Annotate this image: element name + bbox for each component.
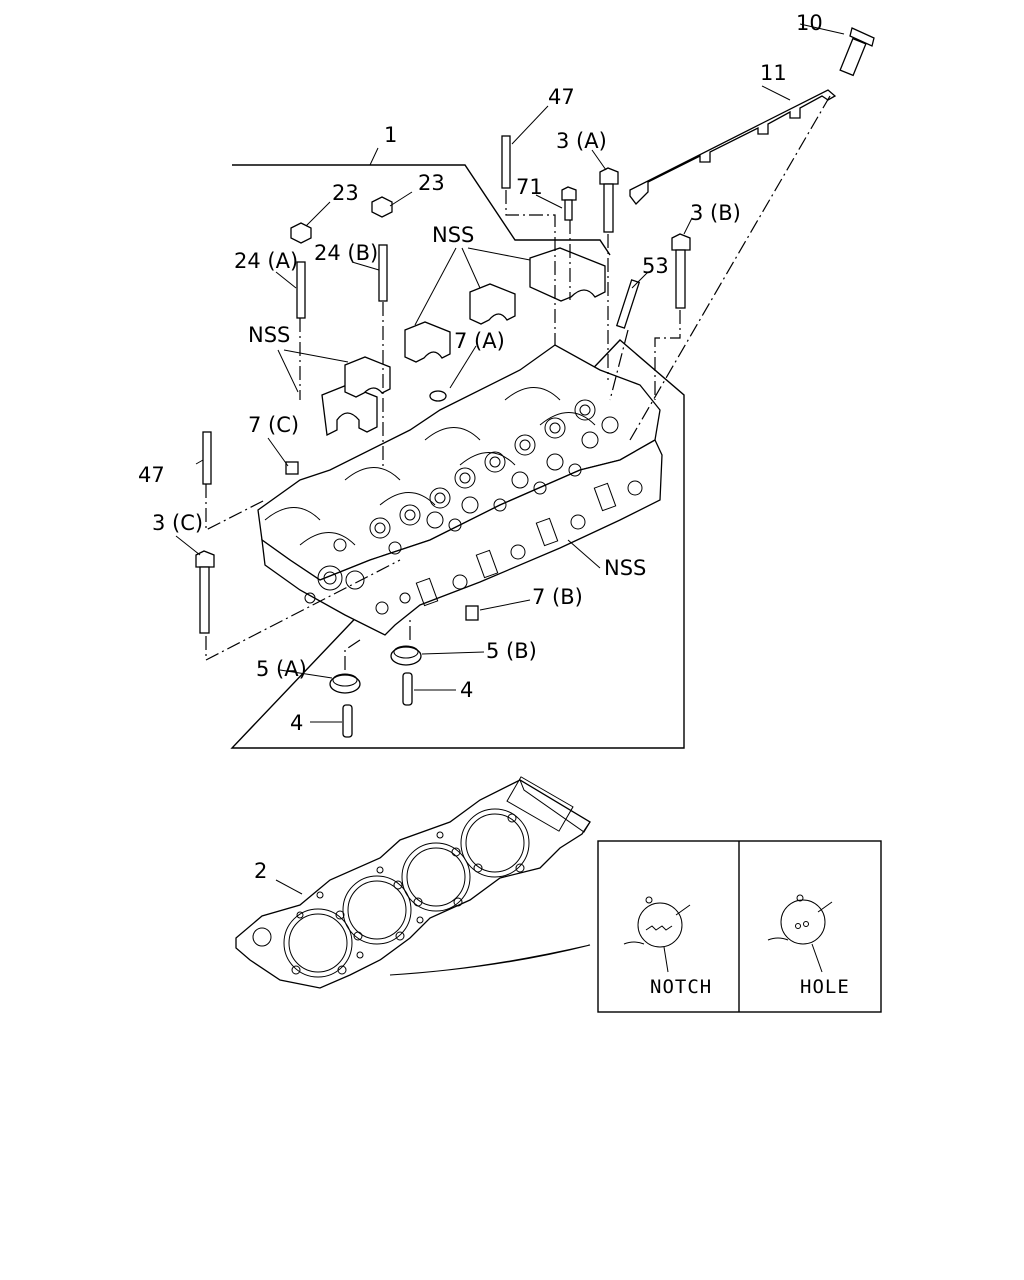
fasteners [195, 27, 875, 738]
glow-plug-connector-plate [629, 89, 837, 205]
callout-11: 11 [760, 61, 787, 85]
callout-24a: 24 (A) [234, 249, 298, 273]
callout-3b: 3 (B) [690, 201, 741, 225]
callout-3c: 3 (C) [152, 511, 203, 535]
leader-lines [175, 23, 845, 723]
callout-5b: 5 (B) [486, 639, 537, 663]
camshaft-bearing-caps [321, 247, 606, 436]
callout-2: 2 [254, 859, 267, 883]
callout-5a: 5 (A) [256, 657, 307, 681]
callout-7c: 7 (C) [248, 413, 299, 437]
callout-47-top: 47 [548, 85, 575, 109]
callout-1: 1 [384, 123, 397, 147]
gasket-identification-detail [597, 840, 882, 1013]
detail-hole-label: HOLE [800, 976, 850, 998]
callout-nss-right: NSS [604, 556, 646, 580]
callout-24b: 24 (B) [314, 241, 378, 265]
detail-notch-label: NOTCH [650, 976, 712, 998]
callout-53: 53 [642, 254, 669, 278]
callout-nss-top: NSS [432, 223, 474, 247]
callout-4-right: 4 [460, 678, 473, 702]
callout-nss-left: NSS [248, 323, 290, 347]
callout-7b: 7 (B) [532, 585, 583, 609]
callout-47-left: 47 [138, 463, 165, 487]
cylinder-head [257, 344, 663, 636]
head-gasket [235, 776, 591, 989]
callout-23-right: 23 [418, 171, 445, 195]
callout-10: 10 [796, 11, 823, 35]
callout-3a: 3 (A) [556, 129, 607, 153]
callout-7a: 7 (A) [454, 329, 505, 353]
callout-71: 71 [516, 175, 543, 199]
callout-4-left: 4 [290, 711, 303, 735]
callout-23-left: 23 [332, 181, 359, 205]
